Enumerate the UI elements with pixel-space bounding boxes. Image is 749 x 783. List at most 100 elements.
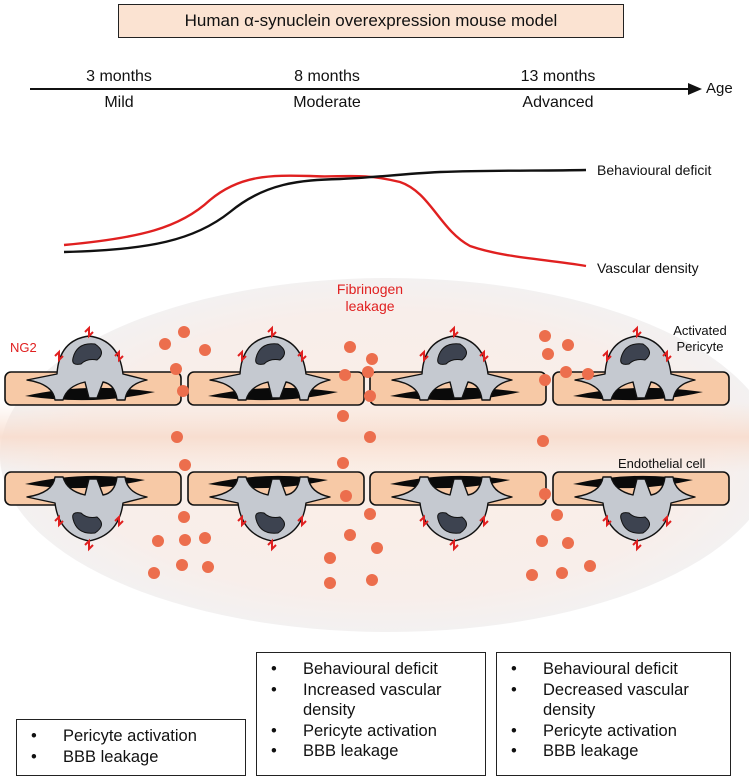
ng2-marker bbox=[297, 349, 307, 363]
ng2-marker bbox=[114, 514, 124, 528]
fibrinogen-dot bbox=[560, 366, 572, 378]
age-axis-arrowhead bbox=[688, 83, 702, 95]
fibrinogen-leakage-label: Fibrinogen leakage bbox=[336, 281, 404, 314]
pericyte-nucleus bbox=[437, 512, 467, 534]
fibrinogen-dot bbox=[199, 344, 211, 356]
pericyte-nucleus bbox=[255, 343, 285, 365]
fibrinogen-dot bbox=[202, 561, 214, 573]
fibrinogen-dot bbox=[176, 559, 188, 571]
fibrinogen-dot bbox=[371, 542, 383, 554]
ng2-marker bbox=[632, 325, 642, 339]
summary-list: Pericyte activation BBB leakage bbox=[27, 726, 235, 767]
ng2-marker bbox=[479, 514, 489, 528]
summary-box-3-months: Pericyte activation BBB leakage bbox=[16, 719, 246, 776]
behavioural-deficit-label: Behavioural deficit bbox=[597, 162, 712, 178]
summary-item: BBB leakage bbox=[507, 741, 720, 762]
ng2-marker bbox=[237, 514, 247, 528]
fibrinogen-dot bbox=[539, 330, 551, 342]
pericyte-nucleus bbox=[620, 343, 650, 365]
title-text: Human α-synuclein overexpression mouse m… bbox=[184, 11, 558, 30]
ng2-marker bbox=[267, 325, 277, 339]
pericyte-nucleus bbox=[72, 512, 102, 534]
fibrinogen-dot bbox=[152, 535, 164, 547]
fibrinogen-dot bbox=[556, 567, 568, 579]
summary-box-13-months: Behavioural deficit Decreased vascular d… bbox=[496, 652, 731, 776]
fibrinogen-dot bbox=[178, 511, 190, 523]
fibrinogen-dot bbox=[539, 374, 551, 386]
fibrinogen-dot bbox=[344, 341, 356, 353]
pericyte bbox=[574, 335, 696, 401]
fibrinogen-dot bbox=[536, 535, 548, 547]
pericyte-nucleus bbox=[437, 343, 467, 365]
ng2-marker bbox=[419, 514, 429, 528]
ng2-marker bbox=[602, 349, 612, 363]
summary-item: Pericyte activation bbox=[507, 721, 720, 742]
fibrinogen-dot bbox=[539, 488, 551, 500]
fibrinogen-dot bbox=[551, 509, 563, 521]
summary-list: Behavioural deficit Increased vascular d… bbox=[267, 659, 475, 762]
fibrinogen-dot bbox=[344, 529, 356, 541]
pericyte bbox=[26, 335, 148, 401]
stage-age-13: 13 months bbox=[520, 68, 596, 85]
behavioural-deficit-curve bbox=[63, 168, 587, 254]
ng2-marker bbox=[662, 349, 672, 363]
fibrinogen-dot bbox=[537, 435, 549, 447]
fibrinogen-dot bbox=[179, 534, 191, 546]
fibrinogen-dot bbox=[584, 560, 596, 572]
summary-item: Decreased vascular density bbox=[507, 680, 720, 721]
summary-list: Behavioural deficit Decreased vascular d… bbox=[507, 659, 720, 762]
ng2-marker bbox=[54, 349, 64, 363]
fibrinogen-dot bbox=[178, 326, 190, 338]
summary-item: BBB leakage bbox=[27, 747, 235, 768]
ng2-marker bbox=[237, 349, 247, 363]
pericyte bbox=[574, 476, 696, 542]
summary-item: Pericyte activation bbox=[27, 726, 235, 747]
fibrinogen-dot bbox=[364, 431, 376, 443]
fibrinogen-dot bbox=[199, 532, 211, 544]
fibrinogen-dot bbox=[170, 363, 182, 375]
pericyte-nucleus bbox=[620, 512, 650, 534]
fibrinogen-dot bbox=[362, 366, 374, 378]
ng2-marker bbox=[479, 349, 489, 363]
title-box: Human α-synuclein overexpression mouse m… bbox=[118, 4, 624, 38]
fibrinogen-dot bbox=[177, 385, 189, 397]
fibrinogen-dot bbox=[364, 390, 376, 402]
summary-item: Pericyte activation bbox=[267, 721, 475, 742]
fibrinogen-dot bbox=[542, 348, 554, 360]
pericyte bbox=[391, 476, 513, 542]
vascular-density-curve bbox=[63, 174, 587, 268]
fibrinogen-dot bbox=[337, 457, 349, 469]
ng2-marker bbox=[449, 325, 459, 339]
summary-box-8-months: Behavioural deficit Increased vascular d… bbox=[256, 652, 486, 776]
stage-age-8: 8 months bbox=[294, 68, 360, 85]
ng2-marker bbox=[449, 538, 459, 552]
fibrinogen-dot bbox=[582, 368, 594, 380]
ng2-marker bbox=[419, 349, 429, 363]
pericyte bbox=[391, 335, 513, 401]
fibrinogen-dot bbox=[366, 353, 378, 365]
summary-item: Behavioural deficit bbox=[267, 659, 475, 680]
stage-age-3: 3 months bbox=[86, 68, 152, 85]
endothelial-cell-label: Endothelial cell bbox=[618, 456, 706, 471]
pericyte-nucleus bbox=[255, 512, 285, 534]
fibrinogen-dot bbox=[366, 574, 378, 586]
pericyte bbox=[209, 476, 331, 542]
ng2-marker bbox=[602, 514, 612, 528]
ng2-marker bbox=[84, 538, 94, 552]
fibrinogen-dot bbox=[364, 508, 376, 520]
fibrinogen-dot bbox=[179, 459, 191, 471]
ng2-marker bbox=[84, 325, 94, 339]
stage-severity-advanced: Advanced bbox=[522, 94, 594, 111]
activated-pericyte-label: Activated Pericyte bbox=[673, 323, 727, 354]
summary-item: Behavioural deficit bbox=[507, 659, 720, 680]
ng2-marker bbox=[114, 349, 124, 363]
age-axis-label: Age bbox=[706, 80, 733, 97]
ng2-marker bbox=[54, 514, 64, 528]
fibrinogen-dot bbox=[148, 567, 160, 579]
ng2-label: NG2 bbox=[10, 340, 37, 355]
pericyte bbox=[209, 335, 331, 401]
summary-item: Increased vascular density bbox=[267, 680, 475, 721]
fibrinogen-dot bbox=[159, 338, 171, 350]
fibrinogen-dot bbox=[324, 552, 336, 564]
